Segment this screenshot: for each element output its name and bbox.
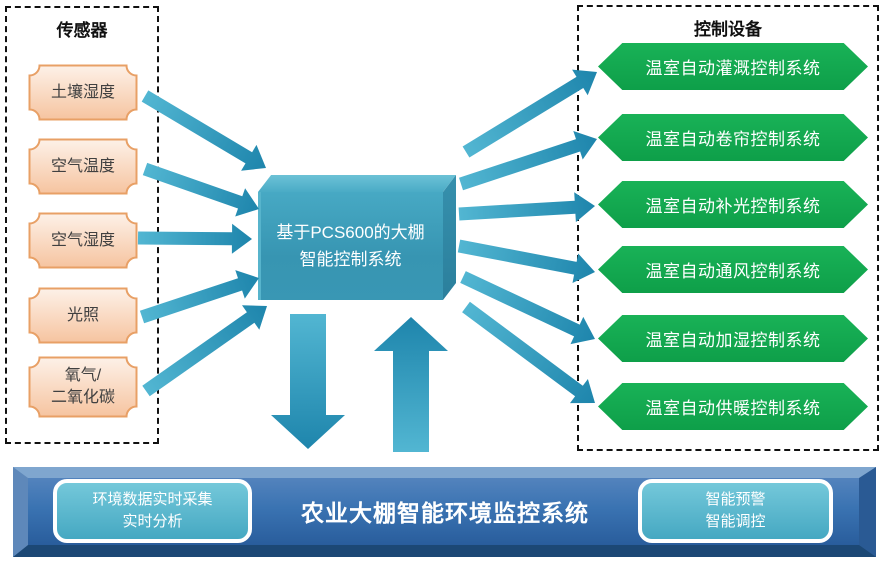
device-label: 温室自动加湿控制系统: [645, 331, 821, 350]
device-label: 温室自动供暖控制系统: [645, 399, 821, 418]
arrow-hub-to-platform-down: [271, 314, 345, 449]
arrow-sensor-air-temperature: [142, 162, 259, 217]
sensor-box-air-humidity: 空气湿度: [28, 212, 138, 269]
sensor-label: 空气湿度: [50, 231, 115, 249]
right-badge: 智能预警 智能调控: [638, 479, 833, 543]
platform-title: 农业大棚智能环境监控系统: [301, 500, 589, 526]
device-box-humidification: 温室自动加湿控制系统: [598, 315, 868, 362]
hub-box: [258, 192, 443, 300]
sensor-label: 氧气/ 二氧化碳: [50, 367, 115, 406]
hub-box-right-face: [443, 175, 456, 300]
hub-box-top-face: [258, 175, 456, 192]
devices-panel-title: 控制设备: [694, 20, 762, 39]
hub-label: 基于PCS600的大棚 智能控制系统: [276, 222, 425, 269]
arrow-device-supplement-light: [458, 192, 595, 223]
device-box-supplement-light: 温室自动补光控制系统: [598, 181, 868, 228]
arrow-device-humidification: [460, 271, 595, 345]
device-box-curtain: 温室自动卷帘控制系统: [598, 114, 868, 161]
arrow-platform-to-hub-up: [374, 317, 448, 452]
sensor-label: 土壤湿度: [50, 83, 115, 101]
arrow-device-heating: [462, 301, 595, 404]
arrow-sensor-soil-moisture: [141, 90, 266, 171]
device-label: 温室自动通风控制系统: [645, 262, 821, 281]
device-box-irrigation: 温室自动灌溉控制系统: [598, 43, 868, 90]
device-box-ventilation: 温室自动通风控制系统: [598, 246, 868, 293]
sensor-label: 空气温度: [50, 157, 115, 175]
sensor-label: 光照: [66, 306, 99, 324]
device-box-heating: 温室自动供暖控制系统: [598, 383, 868, 430]
sensors-panel-title: 传感器: [56, 21, 108, 40]
device-label: 温室自动灌溉控制系统: [645, 59, 821, 78]
device-label: 温室自动卷帘控制系统: [645, 130, 821, 149]
arrow-device-ventilation: [457, 239, 595, 283]
arrow-sensor-oxygen-co2: [142, 305, 267, 397]
sensor-plaque-shape: [28, 356, 138, 418]
devices-panel: 控制设备: [577, 5, 879, 451]
sensor-plaque-shape: [28, 287, 138, 344]
sensor-plaque-shape: [28, 212, 138, 269]
sensor-plaque-shape: [28, 138, 138, 195]
sensor-plaque-shape: [28, 64, 138, 121]
sensor-box-soil-moisture: 土壤湿度: [28, 64, 138, 121]
sensor-box-light: 光照: [28, 287, 138, 344]
sensor-box-oxygen-co2: 氧气/ 二氧化碳: [28, 356, 138, 418]
sensor-box-air-temperature: 空气温度: [28, 138, 138, 195]
left-badge: 环境数据实时采集 实时分析: [53, 479, 252, 543]
device-label: 温室自动补光控制系统: [645, 197, 821, 216]
